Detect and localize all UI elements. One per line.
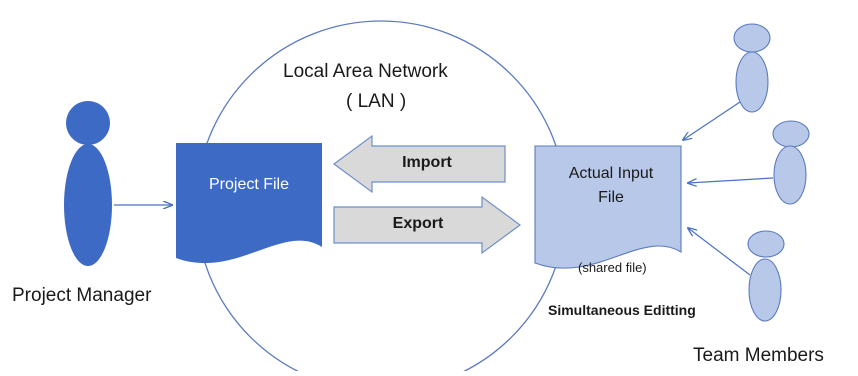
project-manager-icon [64,101,112,266]
import-arrow [332,134,506,194]
lan-title: Local Area Network [283,61,448,82]
lan-subtitle: ( LAN ) [346,91,407,112]
export-arrow [333,195,522,255]
project-manager-label: Project Manager [12,285,152,306]
actual-input-file-label-line2: File [598,189,624,206]
team-members-label: Team Members [693,345,824,366]
member-to-file-connector [688,177,774,183]
project-file-label: Project File [208,176,290,193]
actual-input-file-shape [534,145,682,269]
team-member-icon [733,23,771,113]
member-to-file-connector [683,101,741,140]
member-to-file-connector [688,228,751,276]
export-label: Export [392,215,444,232]
simultaneous-editing-caption: Simultaneous Editting [548,302,696,318]
team-member-icon [772,120,810,205]
import-label: Import [402,154,452,171]
team-member-icon [747,230,785,322]
actual-input-file-label: Actual Input [568,165,654,182]
shared-file-note: (shared file) [578,260,647,275]
project-file-shape [176,143,322,264]
